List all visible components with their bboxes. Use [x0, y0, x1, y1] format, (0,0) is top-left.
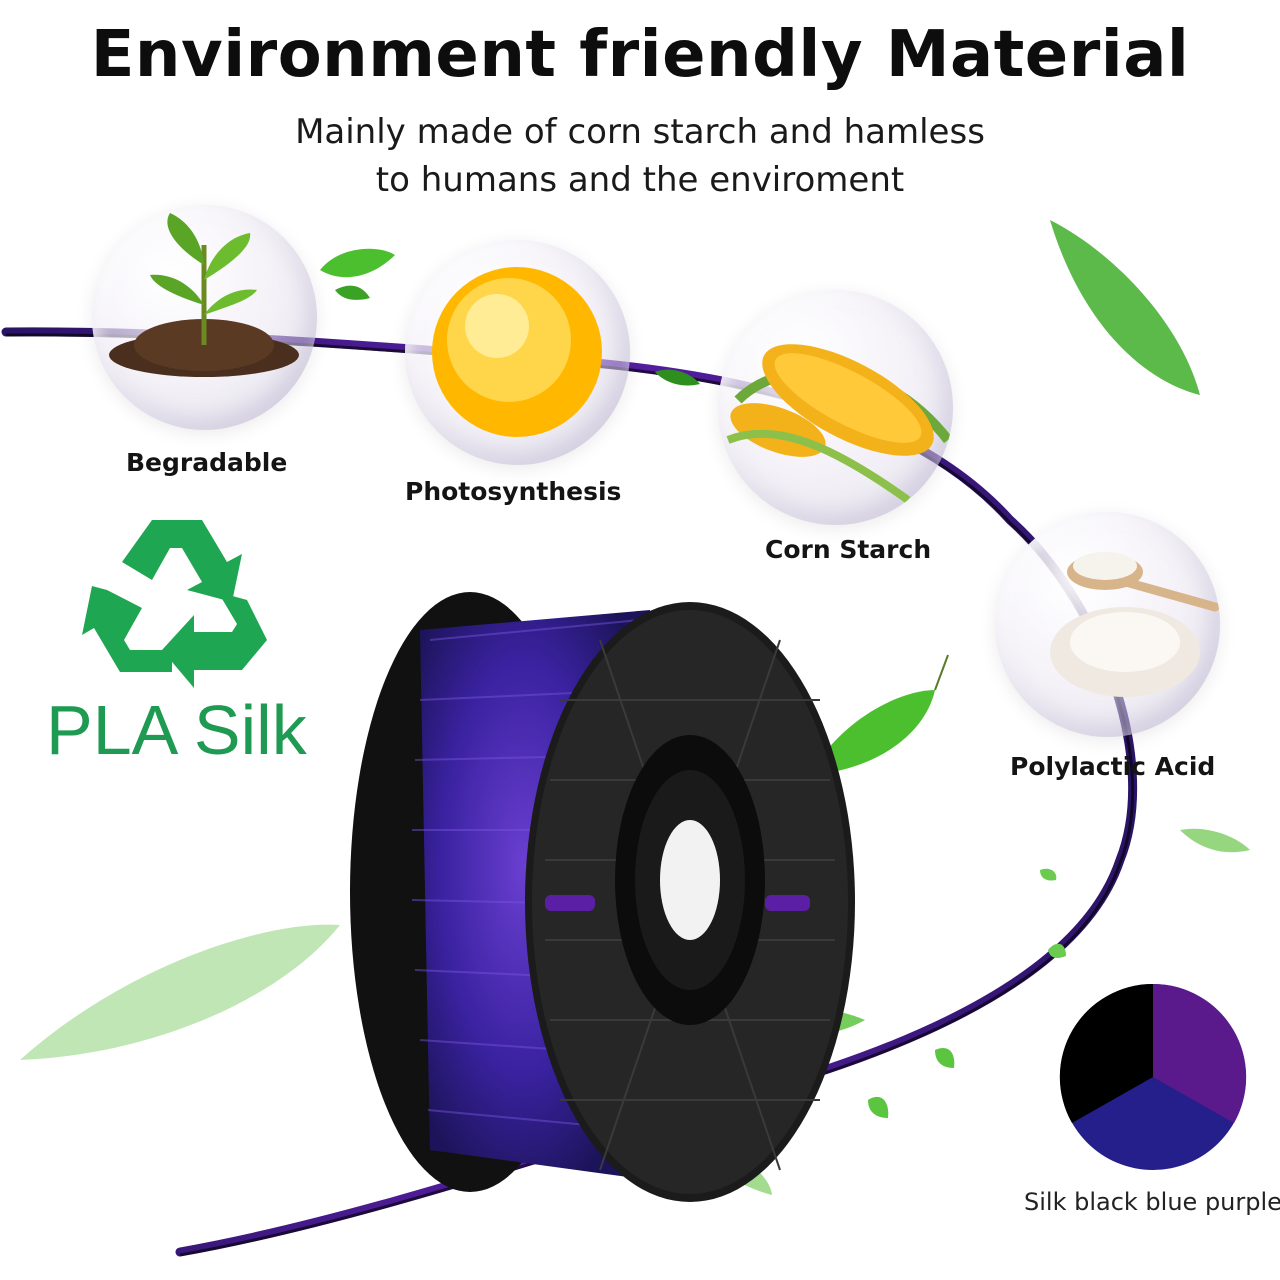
feature-bubble-corn-starch	[718, 290, 953, 525]
feature-bubble-polylactic-acid	[995, 512, 1220, 737]
filament-spool-icon	[350, 592, 855, 1202]
subtitle-line-2: to humans and the enviroment	[375, 160, 905, 200]
material-name: PLA Silk	[46, 691, 307, 769]
feature-label-corn-starch: Corn Starch	[765, 535, 932, 564]
page-title: Environment friendly Material	[90, 18, 1190, 92]
powder-spoon-icon	[1050, 552, 1220, 697]
color-swatch-label: Silk black blue purple	[1024, 1188, 1280, 1216]
corn-icon	[726, 344, 952, 504]
sun-icon	[432, 267, 602, 437]
feature-bubble-photosynthesis	[405, 240, 630, 465]
subtitle-line-1: Mainly made of corn starch and hamless	[295, 112, 985, 152]
color-swatch-icon	[1059, 983, 1247, 1170]
recycle-icon	[82, 520, 267, 688]
plant-in-soil-icon	[109, 213, 299, 377]
feature-label-polylactic-acid: Polylactic Acid	[1010, 752, 1216, 781]
feature-bubble-degradable	[92, 205, 317, 430]
feature-label-degradable: Begradable	[126, 448, 288, 477]
feature-label-photosynthesis: Photosynthesis	[405, 477, 622, 506]
